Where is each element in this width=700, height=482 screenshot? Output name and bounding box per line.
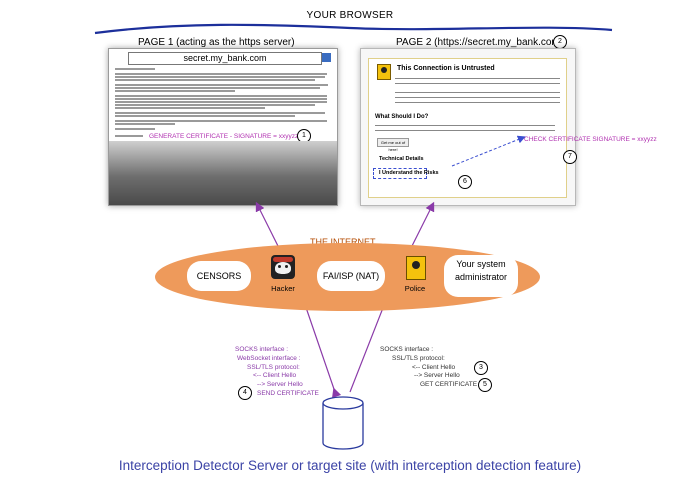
- left-protocol-note: SOCKS interface : WebSocket interface : …: [235, 346, 319, 399]
- generate-certificate-label: GENERATE CERTIFICATE - SIGNATURE = xxyyz…: [149, 133, 299, 140]
- note-line: SEND CERTIFICATE: [257, 389, 319, 397]
- browser-frame: [94, 23, 613, 35]
- page2-label: PAGE 2 (https://secret.my_bank.com): [396, 37, 564, 48]
- browser-title: YOUR BROWSER: [306, 10, 394, 21]
- warning-title: This Connection is Untrusted: [397, 65, 495, 72]
- step-badge: 5: [478, 378, 492, 392]
- text-line: [115, 123, 175, 125]
- text-line: [115, 98, 327, 100]
- note-line: SSL/TLS protocol:: [247, 363, 300, 371]
- what-should-i-do-heading: What Should I Do?: [375, 114, 429, 120]
- note-line: GET CERTIFICATE: [420, 381, 478, 389]
- note-line: WebSocket interface :: [237, 354, 301, 362]
- note-line: <-- Client Hello: [412, 363, 456, 371]
- isp-node: FAI/ISP (NAT): [317, 261, 385, 291]
- text-line: [115, 112, 325, 114]
- sysadmin-node: Your system administrator: [444, 255, 518, 297]
- note-line: --> Server Hello: [257, 381, 303, 389]
- text-line: [115, 87, 320, 89]
- page2-window: This Connection is Untrusted What Should…: [360, 48, 576, 206]
- right-protocol-note: SOCKS interface : SSL/TLS protocol: <-- …: [380, 346, 477, 390]
- technical-details-toggle[interactable]: Technical Details: [379, 156, 424, 162]
- text-line: [115, 68, 155, 70]
- text-line: [115, 95, 327, 97]
- server-title: Interception Detector Server or target s…: [118, 458, 582, 473]
- step-badge: 1: [297, 129, 311, 143]
- note-line: --> Server Hello: [414, 372, 460, 380]
- get-me-out-button[interactable]: Get me out of here!: [377, 138, 409, 152]
- warning-text: [395, 91, 560, 105]
- step-badge: 6: [458, 175, 472, 189]
- censors-node: CENSORS: [187, 261, 251, 291]
- page1-label: PAGE 1 (acting as the https server): [138, 37, 295, 48]
- text-line: [115, 135, 143, 137]
- text-line: [115, 107, 265, 109]
- warning-text: [395, 77, 560, 87]
- understand-risks-toggle[interactable]: I Understand the Risks: [379, 170, 439, 176]
- note-line: SOCKS interface :: [235, 346, 289, 353]
- text-line: [115, 128, 155, 130]
- police-label: Police: [404, 284, 426, 293]
- text-line: [115, 73, 327, 75]
- untrusted-warning: This Connection is Untrusted What Should…: [368, 58, 567, 198]
- understand-risks-highlight: [373, 168, 427, 179]
- text-line: [115, 104, 315, 106]
- internet-label: THE INTERNET: [310, 237, 376, 247]
- step-badge: 7: [563, 150, 577, 164]
- page-shadow: [109, 141, 337, 205]
- hacker-icon: [271, 255, 295, 279]
- note-line: SOCKS interface :: [380, 346, 434, 353]
- check-certificate-label: CHECK CERTIFICATE SIGNATURE = xxyyzz: [524, 136, 657, 143]
- arrow-check-signature: [451, 135, 526, 167]
- text-line: [115, 101, 327, 103]
- text-line: [115, 90, 235, 92]
- hacker-label: Hacker: [271, 284, 295, 293]
- note-line: <-- Client Hello: [253, 372, 297, 380]
- text-line: [115, 76, 325, 78]
- server-icon: [322, 396, 364, 450]
- police-icon: [406, 256, 426, 280]
- police-icon: [377, 64, 391, 80]
- internet-cloud: CENSORS Hacker FAI/ISP (NAT) Police Your…: [155, 243, 540, 311]
- text-line: [115, 115, 295, 117]
- advice-text: [375, 124, 555, 132]
- text-line: [115, 120, 327, 122]
- step-badge: 3: [474, 361, 488, 375]
- note-line: SSL/TLS protocol:: [392, 354, 445, 362]
- step-badge: 4: [238, 386, 252, 400]
- url-bar[interactable]: secret.my_bank.com: [128, 52, 322, 65]
- page1-window: secret.my_bank.com GENERATE CERTIFICATE …: [108, 48, 338, 206]
- go-button[interactable]: [322, 53, 331, 62]
- text-line: [115, 79, 315, 81]
- text-line: [115, 84, 328, 86]
